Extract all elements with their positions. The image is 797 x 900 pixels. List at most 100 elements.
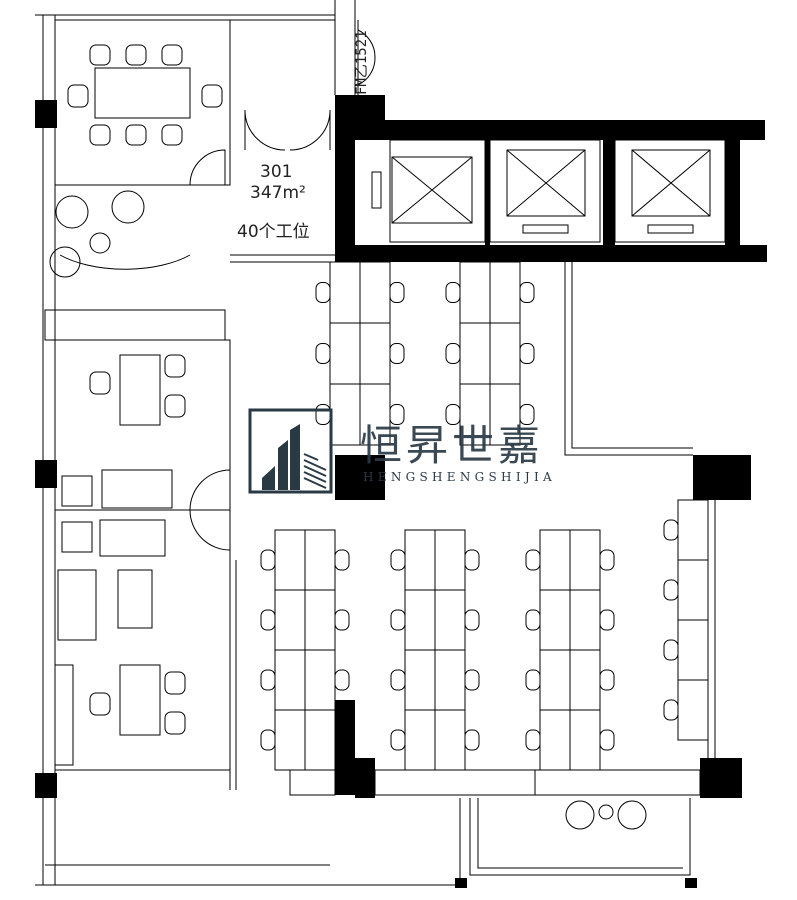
chair bbox=[464, 729, 480, 751]
workstation-desk bbox=[434, 709, 466, 771]
workstation-desk bbox=[677, 559, 709, 621]
chair bbox=[599, 549, 615, 571]
chair bbox=[445, 282, 461, 303]
counter bbox=[44, 309, 226, 341]
chair bbox=[599, 609, 615, 631]
chair bbox=[334, 609, 350, 631]
chair bbox=[390, 549, 406, 571]
workstation-desk bbox=[569, 709, 601, 771]
core-wall bbox=[485, 120, 490, 245]
sofa bbox=[57, 569, 97, 641]
side-table bbox=[61, 475, 93, 507]
workstation-desk bbox=[459, 322, 491, 385]
lounge-chair bbox=[617, 800, 647, 830]
workstation-desk bbox=[677, 499, 709, 561]
room-number: 301 bbox=[260, 162, 293, 182]
chair bbox=[161, 44, 183, 66]
chair bbox=[334, 729, 350, 751]
chair bbox=[315, 404, 331, 425]
cabinet bbox=[54, 664, 74, 766]
workstation-desk bbox=[677, 619, 709, 681]
workstation-desk bbox=[404, 709, 436, 771]
workstation-desk bbox=[434, 649, 466, 711]
workstation-desk bbox=[459, 261, 491, 324]
side-table bbox=[61, 521, 93, 553]
workstation-desk bbox=[489, 261, 521, 324]
lounge-chair bbox=[49, 246, 81, 278]
chair bbox=[164, 394, 186, 418]
chair bbox=[663, 579, 679, 601]
chair bbox=[260, 669, 276, 691]
chair bbox=[390, 609, 406, 631]
workstation-desk bbox=[677, 679, 709, 741]
chair bbox=[389, 343, 405, 364]
office-desk bbox=[119, 354, 161, 426]
elevator-button bbox=[371, 171, 382, 209]
column bbox=[35, 773, 57, 798]
column bbox=[355, 758, 375, 798]
chair bbox=[201, 84, 223, 108]
chair bbox=[663, 519, 679, 541]
chair bbox=[599, 669, 615, 691]
chair bbox=[445, 343, 461, 364]
elevator-sill bbox=[647, 224, 694, 234]
door-tag: FM乙1521 bbox=[354, 30, 370, 95]
column bbox=[35, 460, 57, 488]
chair bbox=[519, 404, 535, 425]
workstation-desk bbox=[274, 529, 306, 591]
elevator-shaft bbox=[389, 139, 486, 243]
workstation-desk bbox=[404, 649, 436, 711]
workstation-desk bbox=[539, 529, 571, 591]
column bbox=[685, 878, 697, 888]
workstation-desk bbox=[489, 322, 521, 385]
core-wall bbox=[603, 120, 615, 245]
chair bbox=[464, 609, 480, 631]
door-swing bbox=[189, 149, 226, 186]
core-wall bbox=[335, 95, 767, 262]
workstation-desk bbox=[304, 649, 336, 711]
door-swing bbox=[189, 469, 231, 551]
logo-name-cn: 恒昇世嘉 bbox=[360, 421, 545, 470]
lounge-chair bbox=[111, 190, 145, 224]
workstation-desk bbox=[539, 589, 571, 651]
corridor-wall bbox=[564, 262, 693, 456]
column bbox=[700, 758, 742, 798]
chair bbox=[164, 354, 186, 378]
elevator-car bbox=[631, 149, 711, 217]
fire-door bbox=[357, 20, 376, 95]
office-desk bbox=[119, 664, 161, 736]
column bbox=[35, 100, 57, 128]
round-table bbox=[598, 804, 614, 820]
chair bbox=[89, 692, 111, 716]
workstation-desk bbox=[569, 589, 601, 651]
meeting-table bbox=[94, 67, 191, 119]
chair bbox=[525, 729, 541, 751]
coffee-table bbox=[117, 569, 153, 629]
workstation-desk bbox=[274, 649, 306, 711]
workstation-desk bbox=[274, 709, 306, 771]
chair bbox=[260, 729, 276, 751]
chair bbox=[519, 282, 535, 303]
chair bbox=[390, 729, 406, 751]
chair bbox=[89, 371, 111, 395]
workstation-desk bbox=[539, 709, 571, 771]
chair bbox=[663, 699, 679, 721]
column bbox=[693, 455, 751, 500]
column bbox=[455, 878, 467, 888]
chair bbox=[389, 404, 405, 425]
workstation-desk bbox=[569, 649, 601, 711]
workstation-desk bbox=[274, 589, 306, 651]
chair bbox=[125, 124, 147, 146]
cabinet bbox=[534, 769, 701, 796]
chair bbox=[161, 124, 183, 146]
chair bbox=[164, 711, 186, 735]
chair bbox=[390, 669, 406, 691]
double-door bbox=[244, 110, 331, 151]
workstation-desk bbox=[434, 529, 466, 591]
workstation-desk bbox=[329, 383, 361, 446]
chair bbox=[67, 84, 89, 108]
chair bbox=[525, 669, 541, 691]
chair bbox=[260, 609, 276, 631]
workstation-desk bbox=[359, 261, 391, 324]
